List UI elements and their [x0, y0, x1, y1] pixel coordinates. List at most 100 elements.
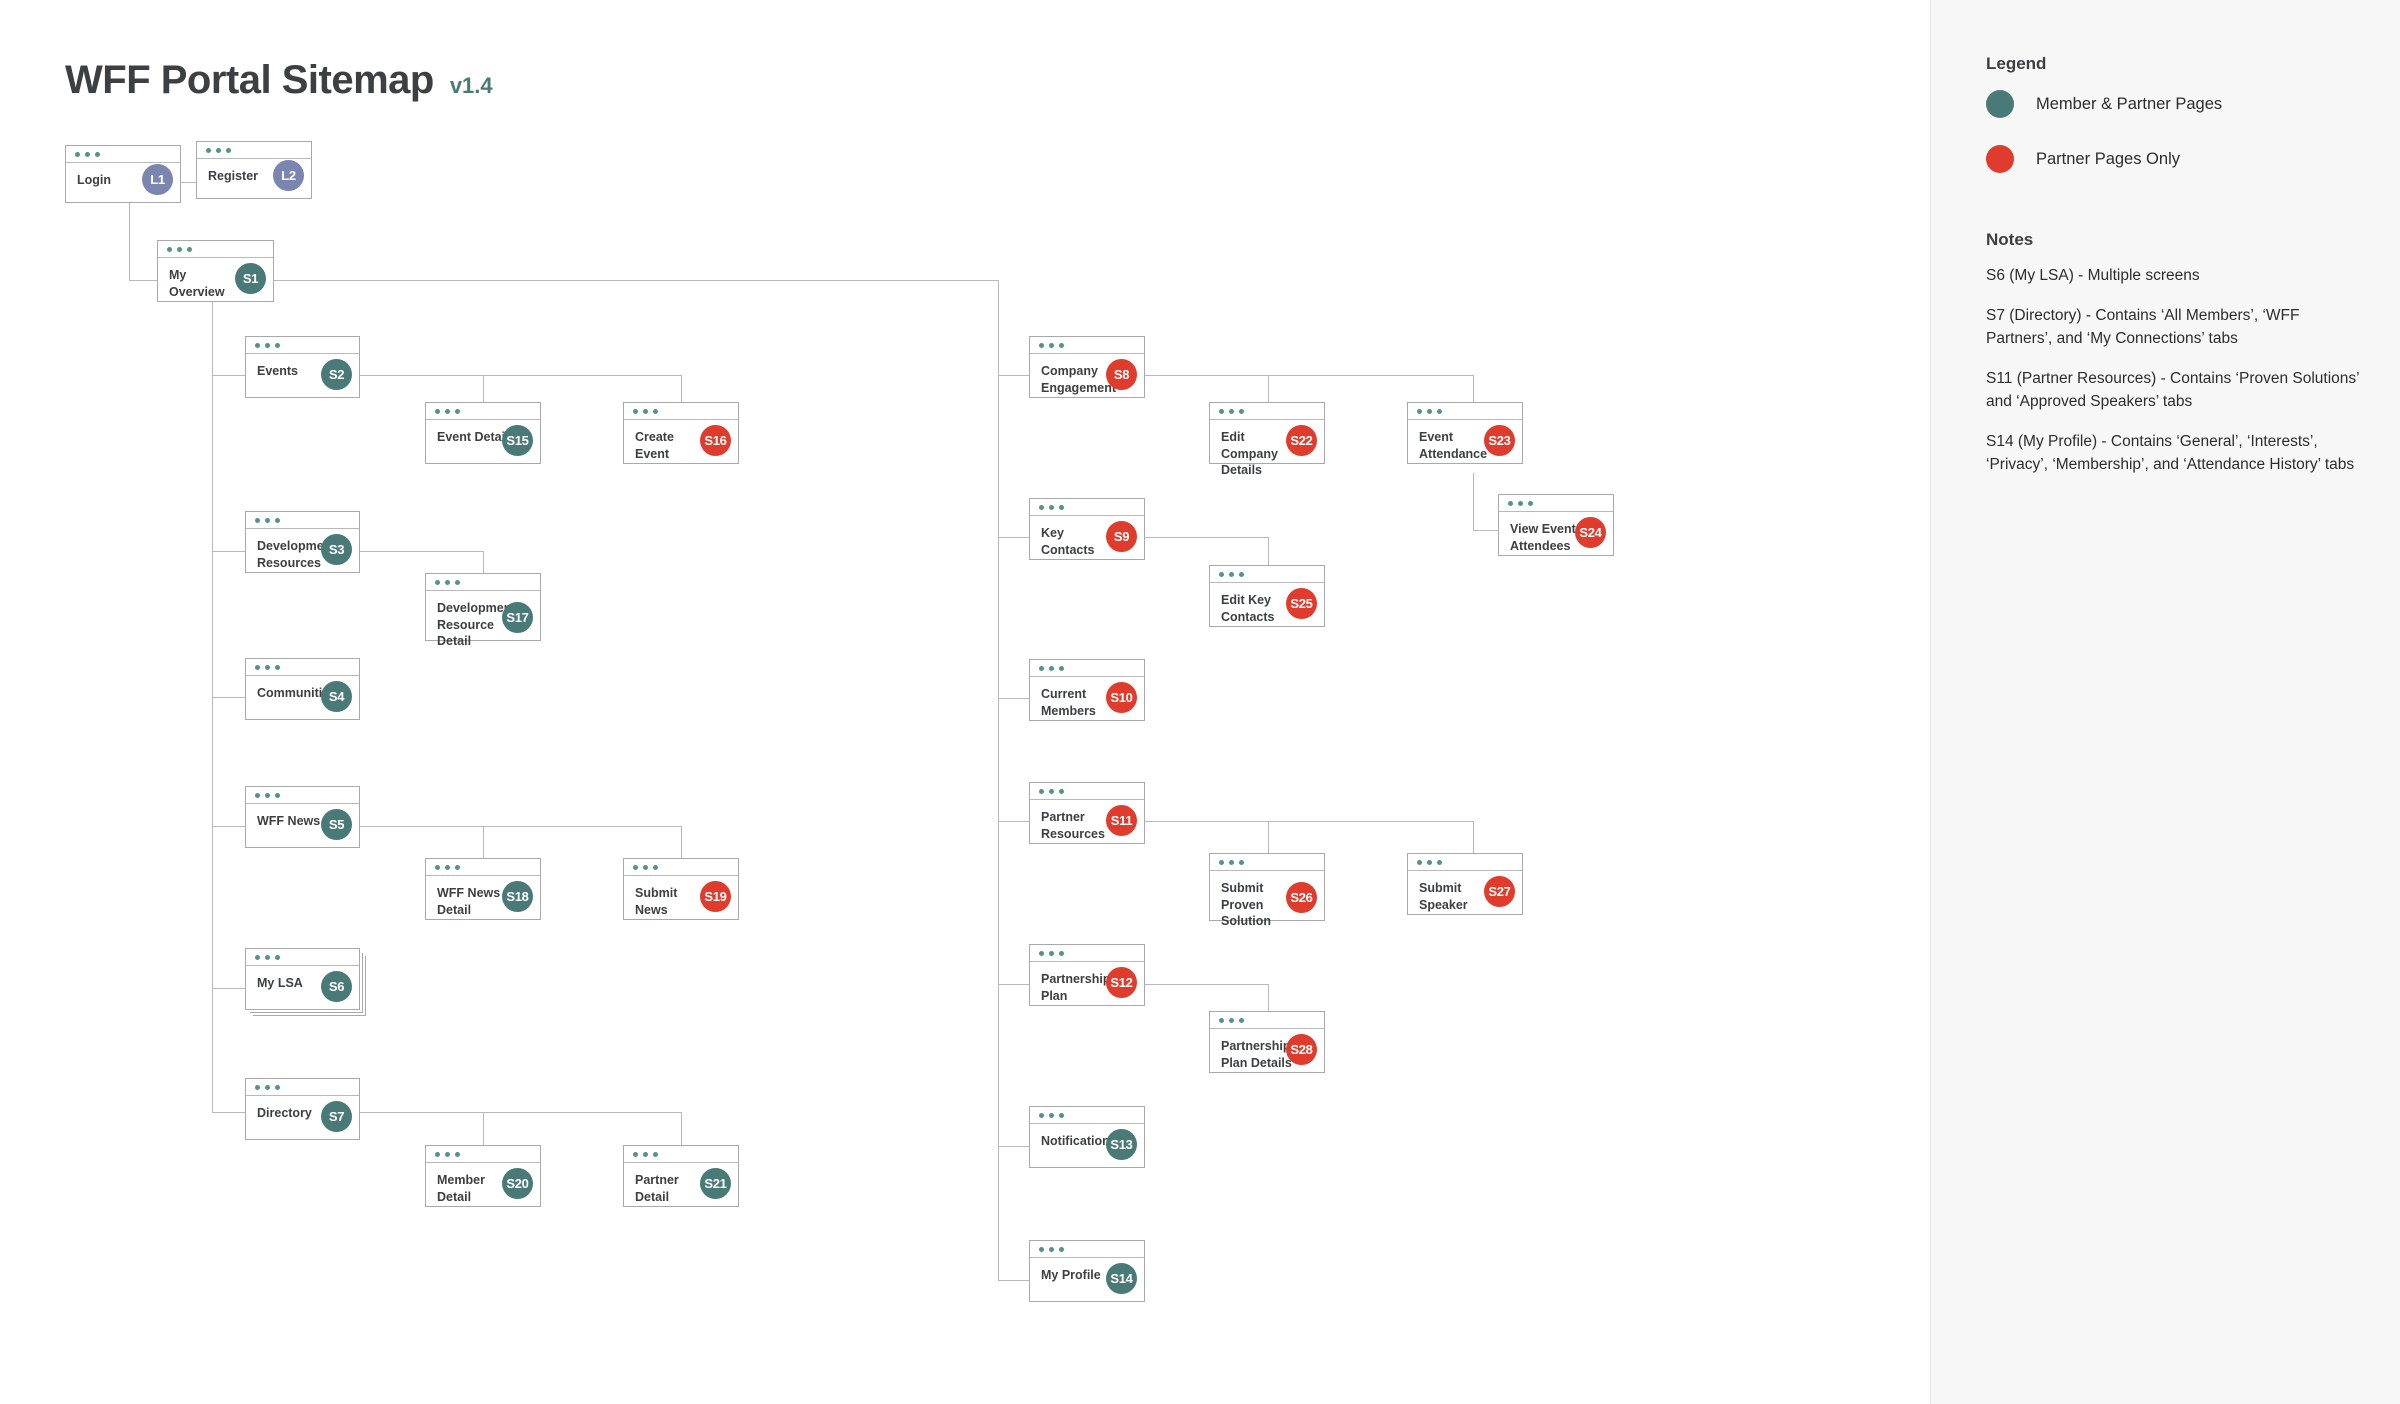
connector-s11-to-s27 — [1473, 821, 1474, 853]
node-badge: S11 — [1106, 805, 1137, 836]
node-badge: S12 — [1106, 967, 1137, 998]
node-member-detail[interactable]: Member Detail S20 — [425, 1145, 541, 1207]
node-body: Development Resource Detail S17 — [426, 591, 540, 648]
connector-stub-s8 — [998, 375, 1029, 376]
connector-col1-spine — [212, 302, 213, 1112]
dot-icon — [275, 1084, 280, 1090]
legend-item-partner-only: Partner Pages Only — [1986, 145, 2180, 173]
node-view-event-attendees[interactable]: View Event Attendees S24 — [1498, 494, 1614, 556]
node-badge: S3 — [321, 534, 352, 565]
node-partnership-plan[interactable]: Partnership Plan S12 — [1029, 944, 1145, 1006]
node-label: My LSA — [257, 976, 303, 990]
dot-icon — [1239, 1017, 1244, 1023]
dot-icon — [435, 408, 440, 414]
node-edit-key-contacts[interactable]: Edit Key Contacts S25 — [1209, 565, 1325, 627]
node-badge: S24 — [1575, 517, 1606, 548]
node-communities[interactable]: Communities S4 — [245, 658, 360, 720]
dot-icon — [455, 1151, 460, 1157]
node-current-members[interactable]: Current Members S10 — [1029, 659, 1145, 721]
legend-color-swatch-teal — [1986, 90, 2014, 118]
window-dots — [1499, 495, 1613, 512]
connector-stub-s13 — [998, 1146, 1029, 1147]
dot-icon — [445, 864, 450, 870]
node-key-contacts[interactable]: Key Contacts S9 — [1029, 498, 1145, 560]
node-event-detail[interactable]: Event Detail S15 — [425, 402, 541, 464]
node-badge: S15 — [502, 425, 533, 456]
node-directory[interactable]: Directory S7 — [245, 1078, 360, 1140]
node-badge: L2 — [273, 160, 304, 191]
node-create-event[interactable]: Create Event S16 — [623, 402, 739, 464]
node-body: Event Detail S15 — [426, 420, 540, 463]
dot-icon — [633, 1151, 638, 1157]
node-my-profile[interactable]: My Profile S14 — [1029, 1240, 1145, 1302]
node-event-attendance[interactable]: Event Attendance S23 — [1407, 402, 1523, 464]
node-development-resources[interactable]: Development Resources S3 — [245, 511, 360, 573]
node-partner-detail[interactable]: Partner Detail S21 — [623, 1145, 739, 1207]
node-badge: S9 — [1106, 521, 1137, 552]
node-body: Key Contacts S9 — [1030, 516, 1144, 559]
connector-s8-to-s22 — [1268, 375, 1269, 402]
node-label: Communities — [257, 686, 337, 700]
dot-icon — [275, 664, 280, 670]
connector-stub-s11 — [998, 821, 1029, 822]
node-body: WFF News Detail S18 — [426, 876, 540, 919]
dot-icon — [265, 342, 270, 348]
node-edit-company-details[interactable]: Edit Company Details S22 — [1209, 402, 1325, 477]
node-label: Company Engagement — [1041, 364, 1117, 395]
node-development-resource-detail[interactable]: Development Resource Detail S17 — [425, 573, 541, 648]
node-body: My Profile S14 — [1030, 1258, 1144, 1301]
node-wff-news[interactable]: WFF News S5 — [245, 786, 360, 848]
connector-s5-branch — [360, 826, 682, 827]
node-partnership-plan-details[interactable]: Partnership Plan Details S28 — [1209, 1011, 1325, 1073]
node-label: Events — [257, 364, 298, 378]
window-dots — [624, 859, 738, 876]
dot-icon — [1059, 665, 1064, 671]
node-body: Partnership Plan Details S28 — [1210, 1029, 1324, 1072]
connector-s5-to-s19 — [681, 826, 682, 858]
dot-icon — [1039, 788, 1044, 794]
node-submit-proven-solution[interactable]: Submit Proven Solution S26 — [1209, 853, 1325, 928]
node-my-overview[interactable]: My Overview S1 — [157, 240, 274, 302]
node-badge: S23 — [1484, 425, 1515, 456]
dot-icon — [255, 954, 260, 960]
dot-icon — [1049, 788, 1054, 794]
node-my-lsa[interactable]: My LSA S6 — [245, 948, 360, 1010]
node-body: WFF News S5 — [246, 804, 359, 847]
node-partner-resources[interactable]: Partner Resources S11 — [1029, 782, 1145, 844]
dot-icon — [653, 864, 658, 870]
dot-icon — [75, 151, 80, 157]
dot-icon — [653, 1151, 658, 1157]
legend-item-label: Member & Partner Pages — [2036, 94, 2223, 113]
connector-stub-s14 — [998, 1280, 1029, 1281]
node-badge: S28 — [1286, 1034, 1317, 1065]
dot-icon — [1229, 571, 1234, 577]
dot-icon — [633, 408, 638, 414]
connector-col3-spine — [998, 280, 999, 1280]
node-submit-news[interactable]: Submit News S19 — [623, 858, 739, 920]
dot-icon — [1229, 408, 1234, 414]
connector-s9-to-s25 — [1268, 537, 1269, 565]
node-label: Partnership Plan Details — [1221, 1039, 1292, 1070]
node-login[interactable]: Login L1 — [65, 145, 181, 203]
node-company-engagement[interactable]: Company Engagement S8 — [1029, 336, 1145, 398]
dot-icon — [1049, 504, 1054, 510]
node-body: Submit News S19 — [624, 876, 738, 919]
window-dots — [624, 403, 738, 420]
connector-s7-branch — [360, 1112, 682, 1113]
node-badge: S25 — [1286, 588, 1317, 619]
node-body: Partner Detail S21 — [624, 1163, 738, 1206]
dot-icon — [1508, 500, 1513, 506]
dot-icon — [1059, 504, 1064, 510]
window-dots — [1030, 1107, 1144, 1124]
window-dots — [1210, 854, 1324, 871]
node-submit-speaker[interactable]: Submit Speaker S27 — [1407, 853, 1523, 915]
window-dots — [1030, 337, 1144, 354]
node-register[interactable]: Register L2 — [196, 141, 312, 199]
node-badge: S13 — [1106, 1129, 1137, 1160]
dot-icon — [1219, 408, 1224, 414]
node-notifications[interactable]: Notifications S13 — [1029, 1106, 1145, 1168]
connector-stub-s5 — [212, 826, 245, 827]
node-wff-news-detail[interactable]: WFF News Detail S18 — [425, 858, 541, 920]
node-events[interactable]: Events S2 — [245, 336, 360, 398]
